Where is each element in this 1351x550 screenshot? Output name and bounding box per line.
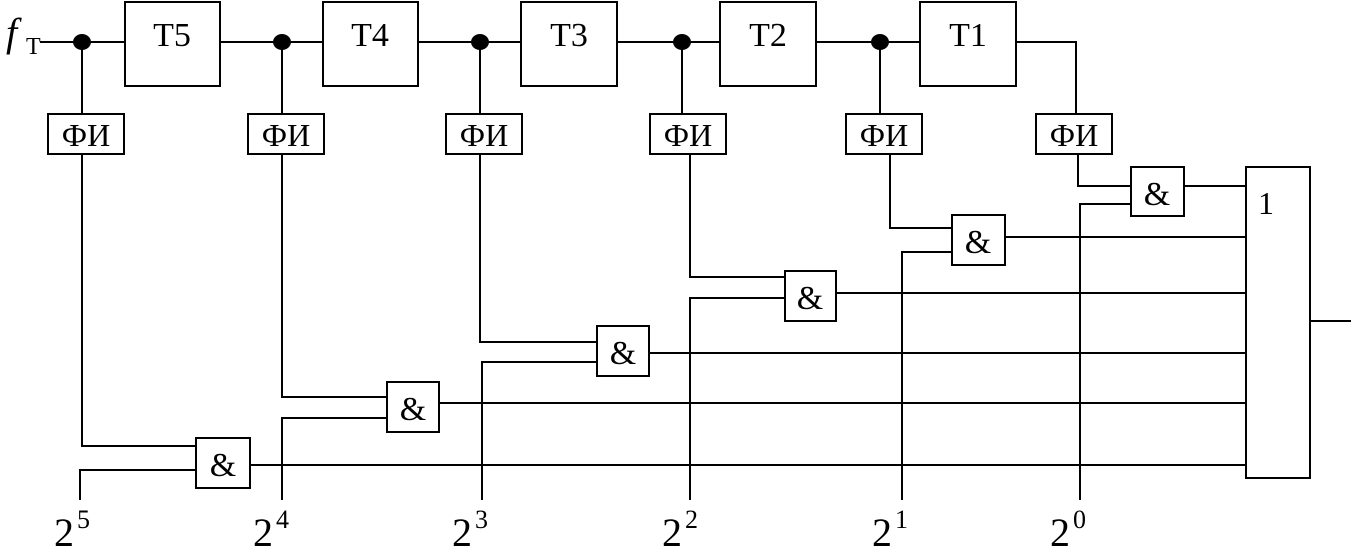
weight-label-2-2: 2 2 (662, 505, 698, 550)
and-gate-label: & (210, 447, 236, 484)
shaper-block-6: ФИ (1035, 113, 1113, 155)
input-subscript: T (26, 34, 41, 60)
shaper-block-5: ФИ (845, 113, 923, 155)
weight-exponent: 3 (475, 505, 488, 534)
and-gate-label: & (400, 391, 426, 428)
and-gate-1: & (195, 437, 251, 489)
weight-base: 2 (253, 510, 273, 550)
and-gate-3: & (596, 325, 650, 377)
trigger-t5: T5 (124, 1, 221, 87)
trigger-t1: T1 (919, 1, 1017, 87)
trigger-label: T3 (550, 17, 588, 54)
shaper-output-wires (81, 154, 1131, 447)
trigger-t4: T4 (322, 1, 419, 87)
shaper-label: ФИ (664, 117, 712, 153)
and-gate-label: & (1144, 176, 1170, 213)
trigger-label: T4 (351, 17, 389, 54)
input-label: f T (6, 10, 41, 60)
weight-exponent: 0 (1073, 505, 1086, 534)
weight-exponent: 1 (895, 505, 908, 534)
input-symbol: f (6, 10, 22, 55)
weight-label-2-1: 2 1 (872, 505, 908, 550)
weight-base: 2 (1050, 510, 1070, 550)
trigger-label: T5 (153, 17, 191, 54)
weight-label-2-4: 2 4 (253, 505, 289, 550)
weight-base: 2 (54, 510, 74, 550)
weight-label-2-0: 2 0 (1050, 505, 1086, 550)
weight-label-2-3: 2 3 (452, 505, 488, 550)
shaper-label: ФИ (460, 117, 508, 153)
trigger-label: T2 (749, 17, 787, 54)
weight-label-2-5: 2 5 (54, 505, 90, 550)
weight-exponent: 4 (276, 505, 289, 534)
junction-dots (73, 34, 889, 50)
shaper-label: ФИ (860, 117, 908, 153)
trigger-t3: T3 (520, 1, 618, 87)
weight-exponent: 2 (685, 505, 698, 534)
and-output-wires (250, 185, 1246, 466)
or-gate-label: 1 (1258, 185, 1274, 221)
and-gate-label: & (965, 224, 991, 261)
and-gate-label: & (797, 280, 823, 317)
weight-exponent: 5 (77, 505, 90, 534)
and-gate-label: & (610, 335, 636, 372)
trigger-t2: T2 (719, 1, 817, 87)
shaper-block-1: ФИ (47, 113, 125, 155)
or-gate: 1 (1245, 166, 1311, 479)
shaper-label: ФИ (62, 117, 110, 153)
shaper-label: ФИ (1050, 117, 1098, 153)
tap-wires (81, 42, 881, 114)
shaper-block-3: ФИ (445, 113, 523, 155)
weight-base: 2 (662, 510, 682, 550)
weight-input-wires (79, 203, 1131, 500)
shaper-block-4: ФИ (649, 113, 727, 155)
and-gate-2: & (386, 381, 440, 433)
weight-base: 2 (872, 510, 892, 550)
and-gate-6: & (1130, 166, 1185, 217)
and-gate-5: & (951, 214, 1006, 266)
shaper-block-2: ФИ (247, 113, 325, 155)
weight-base: 2 (452, 510, 472, 550)
and-gate-4: & (784, 270, 837, 322)
trigger-label: T1 (949, 17, 987, 54)
shaper-label: ФИ (262, 117, 310, 153)
